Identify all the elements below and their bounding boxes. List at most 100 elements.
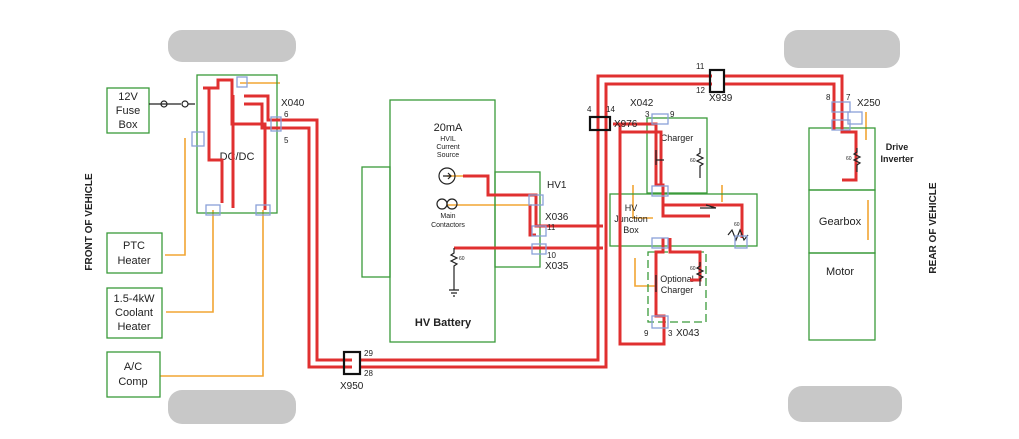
junction-bottom-connector: [651, 237, 669, 249]
rear-right-wheel: [788, 386, 902, 422]
front-of-vehicle-label: FRONT OF VEHICLE: [84, 173, 95, 271]
junction-resistor-icon: [727, 228, 749, 242]
x250-cap-connector: [847, 111, 863, 125]
x040-connector: [270, 116, 282, 132]
fuse-box-connector: [236, 76, 248, 88]
ground-icon: [449, 289, 459, 297]
ac-comp-box: [106, 351, 161, 398]
hvil-source-label-1: 20mA: [434, 122, 463, 134]
dcdc-left-connector: [191, 131, 205, 147]
inverter-resistor-icon: [852, 148, 862, 172]
dcdc-bottom-connector-2: [255, 204, 271, 216]
battery-resistor-icon: [449, 248, 459, 290]
x040-pin-6: 6: [284, 110, 289, 119]
x976-pin-14: 14: [606, 105, 615, 114]
connectors: [191, 76, 863, 329]
x939-pin-11: 11: [696, 62, 705, 71]
x950-pin-29: 29: [364, 349, 373, 358]
main-contactors-label-2: Contactors: [431, 222, 465, 229]
charger-resistor-value: 60: [690, 158, 696, 164]
motor-label: Motor: [826, 266, 854, 278]
front-right-wheel: [168, 390, 296, 424]
dcdc-box: [196, 74, 278, 214]
charger-switch-icon: [655, 150, 664, 165]
x036-pin-11: 11: [547, 223, 556, 232]
inverter-resistor-value: 60: [846, 156, 852, 162]
junction-switch-icon: [700, 204, 717, 209]
fuse-terminal-left-icon: [160, 100, 168, 108]
x040-label: X040: [281, 98, 305, 109]
coolant-heater-label-2: Coolant: [115, 307, 153, 319]
coolant-heater-label-1: 1.5-4kW: [114, 293, 156, 305]
optional-charger-resistor-icon: [695, 262, 705, 286]
x250-pin-7: 7: [846, 93, 851, 102]
x036-connector: [531, 225, 547, 237]
x043-label: X043: [676, 328, 700, 339]
ptc-heater-label-2: Heater: [117, 255, 150, 267]
hv1-connector: [528, 194, 544, 206]
x976-connector: [588, 115, 612, 132]
x042-pin-9: 9: [670, 110, 675, 119]
hvil-source-label-3: Current: [436, 144, 459, 151]
hv-junction-label-2: Junction: [614, 214, 648, 224]
hvil-source-label-4: Source: [437, 152, 459, 159]
x036-label: X036: [545, 212, 569, 223]
x250-inverter-connector: [831, 119, 851, 131]
x043-connector: [651, 315, 669, 329]
hv-junction-label-1: HV: [625, 203, 638, 213]
x043-pin-3: 3: [668, 329, 673, 338]
battery-resistor-value: 60: [459, 256, 465, 262]
hv-junction-label-3: Box: [623, 225, 639, 235]
dcdc-bottom-connector-1: [205, 204, 221, 216]
x950-connector: [342, 350, 362, 376]
hv-battery-side-tab: [361, 166, 391, 278]
fuse-box-label-3: Box: [119, 119, 138, 131]
ac-comp-label-2: Comp: [118, 376, 147, 388]
x950-pin-28: 28: [364, 369, 373, 378]
x939-label: X939: [709, 93, 733, 104]
hvil-current-source-icon: [438, 167, 456, 185]
x250-connector: [831, 101, 851, 113]
front-left-wheel: [168, 30, 296, 62]
x040-pin-5: 5: [284, 136, 289, 145]
charger-label: Charger: [661, 133, 694, 143]
coolant-heater-box: [106, 287, 163, 339]
x042-label: X042: [630, 98, 654, 109]
junction-right-connector: [734, 235, 748, 249]
hvil-source-label-2: HVIL: [440, 136, 456, 143]
x043-pin-9: 9: [644, 329, 649, 338]
schematic-symbols: [149, 100, 862, 297]
x042-pin-3: 3: [645, 110, 650, 119]
x939-connector: [708, 68, 726, 94]
x976-label: X976: [614, 119, 638, 130]
fuse-box-label-2: Fuse: [116, 105, 140, 117]
wheels: [168, 30, 902, 424]
coolant-heater-label-3: Heater: [117, 321, 150, 333]
hv1-label: HV1: [547, 180, 567, 191]
x035-label: X035: [545, 261, 569, 272]
hv-battery-right-tab: [494, 171, 541, 268]
fuse-box: [106, 87, 150, 134]
optional-charger-label-2: Charger: [661, 285, 694, 295]
x976-pin-4: 4: [587, 105, 592, 114]
charger-resistor-icon: [695, 148, 705, 178]
ptc-heater-label-1: PTC: [123, 240, 145, 252]
ptc-heater-box: [106, 232, 163, 274]
main-contactors-label-1: Main: [440, 213, 455, 220]
ac-comp-label-1: A/C: [124, 361, 142, 373]
x950-label: X950: [340, 381, 364, 392]
motor-box: [808, 252, 876, 341]
x035-connector: [531, 243, 547, 255]
drive-inverter-label-1: Drive: [886, 142, 909, 152]
x939-pin-12: 12: [696, 86, 705, 95]
rear-left-wheel: [784, 30, 900, 68]
charger-bottom-connector: [651, 185, 669, 197]
main-contactor-coil-icon-2: [446, 198, 458, 210]
optional-charger-label-1: Optional: [660, 274, 694, 284]
hvil-loop-wiring: [203, 74, 858, 369]
gearbox-label: Gearbox: [819, 216, 862, 228]
optional-resistor-value: 60: [690, 266, 696, 272]
main-contactor-coil-icon: [436, 198, 448, 210]
hv-junction-box: [609, 193, 758, 247]
junction-resistor-value: 60: [734, 222, 740, 228]
